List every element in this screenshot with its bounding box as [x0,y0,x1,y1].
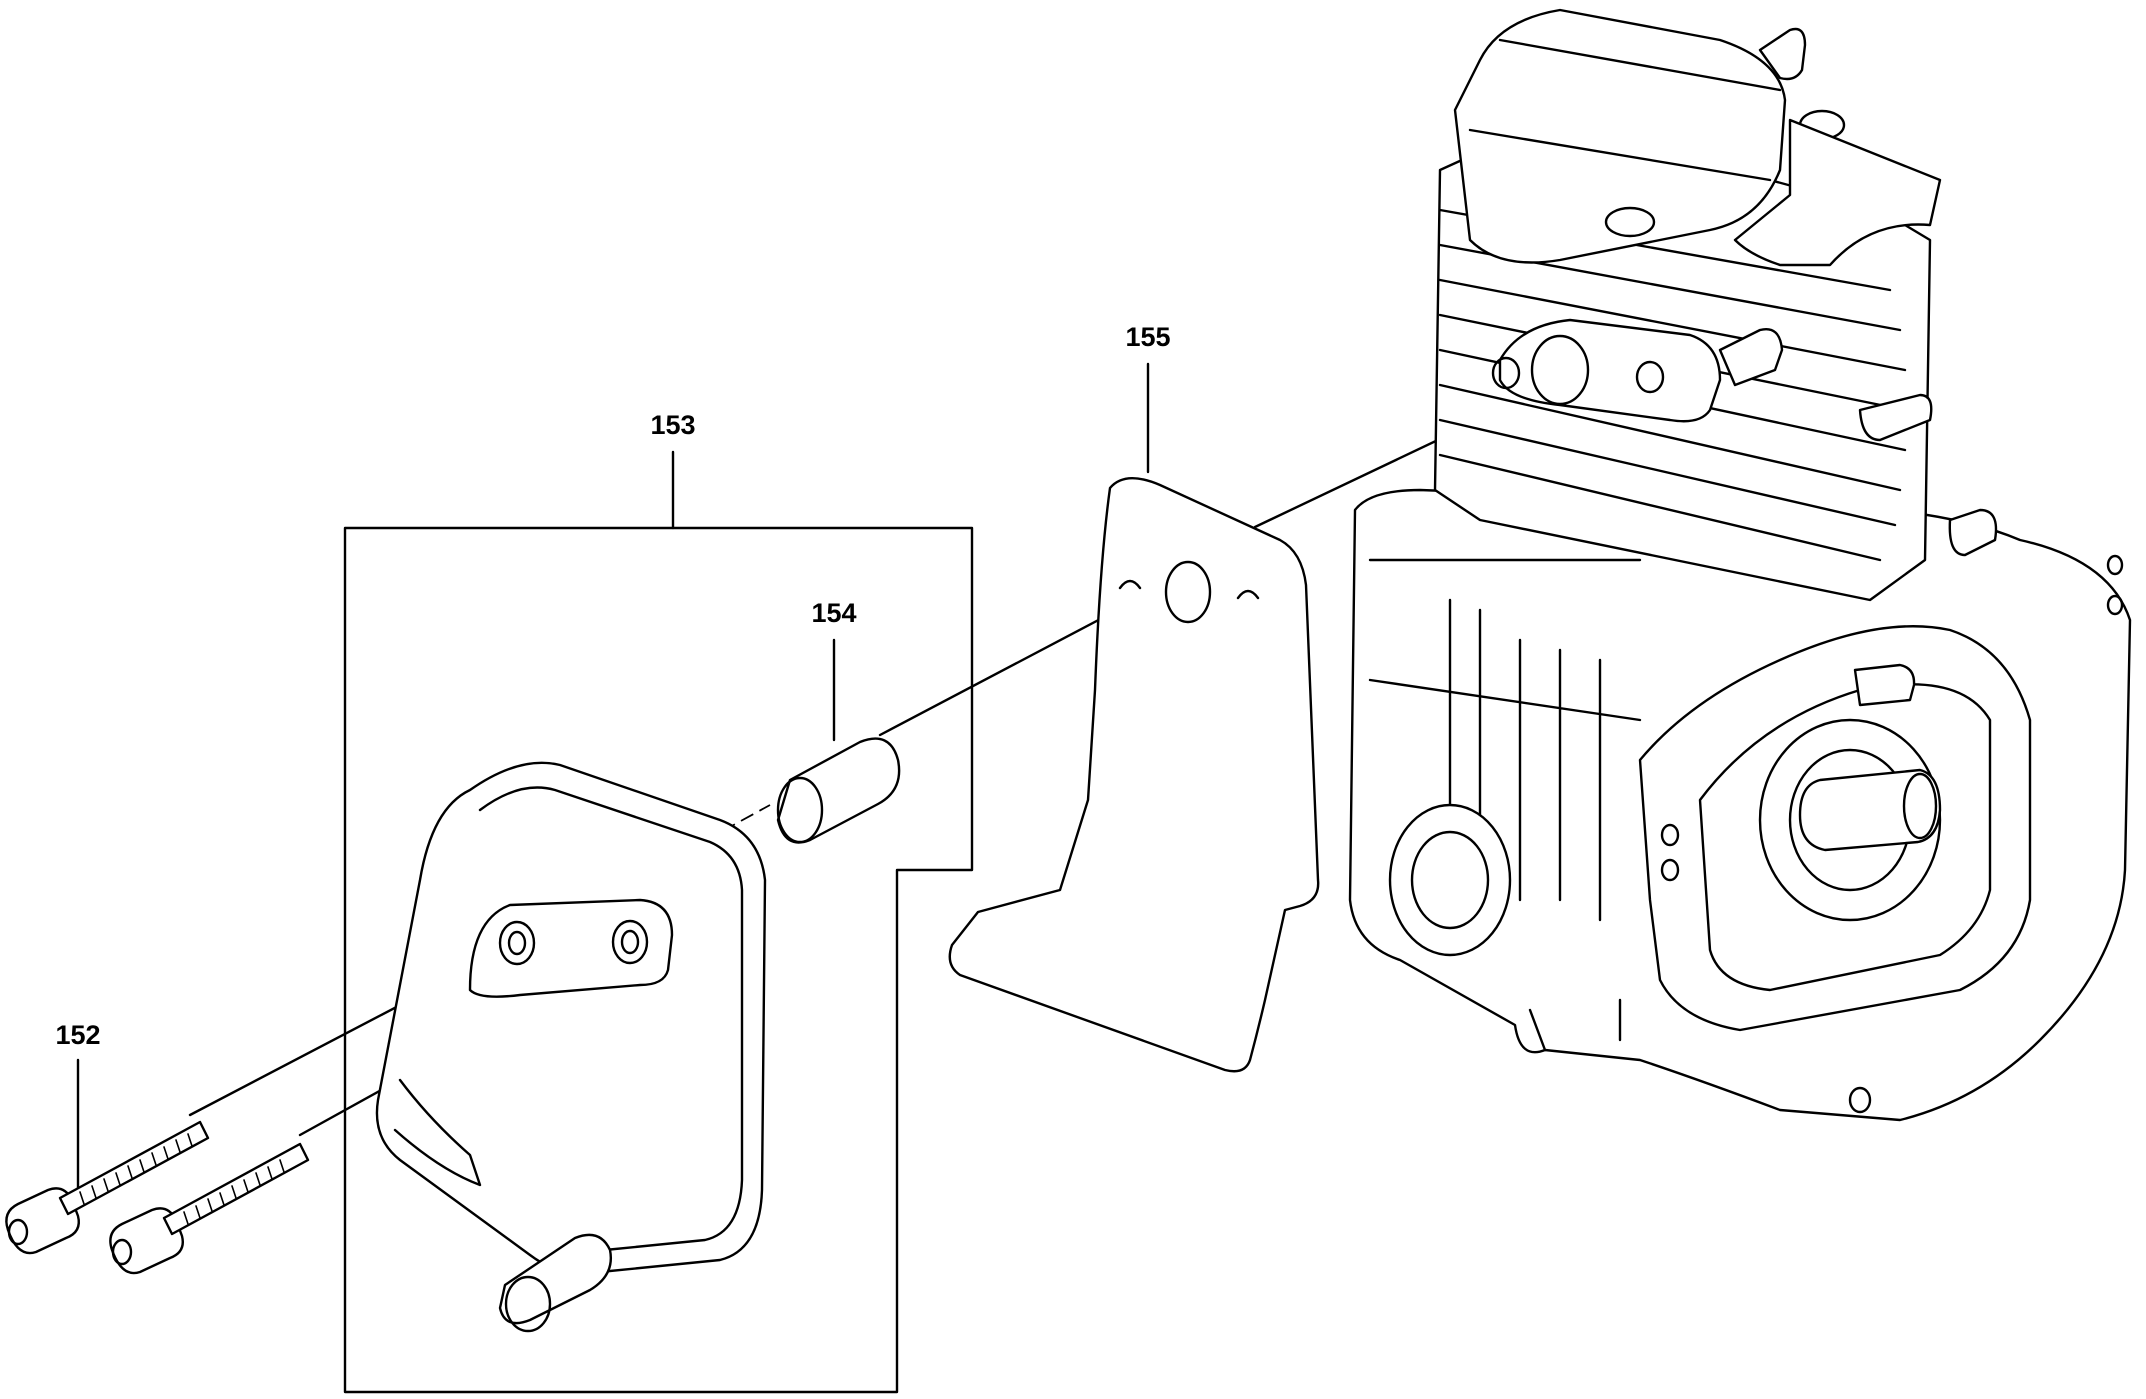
callout-152-label: 152 [55,1020,100,1050]
callout-153-label: 153 [650,410,695,440]
muffler-icon [375,761,767,1333]
callout-154[interactable]: 154 [811,598,857,742]
pipe-icon [776,737,901,844]
gasket-icon [948,477,1320,1073]
bolt-icon [5,1120,210,1255]
bolt-icon [109,1142,310,1275]
callout-154-label: 154 [811,598,856,628]
callout-155[interactable]: 155 [1125,322,1171,474]
callout-152[interactable]: 152 [55,1020,101,1194]
callout-153[interactable]: 153 [650,410,696,530]
callout-155-label: 155 [1125,322,1170,352]
engine-block-icon [1348,8,2132,1122]
group-box-153 [343,526,974,1394]
